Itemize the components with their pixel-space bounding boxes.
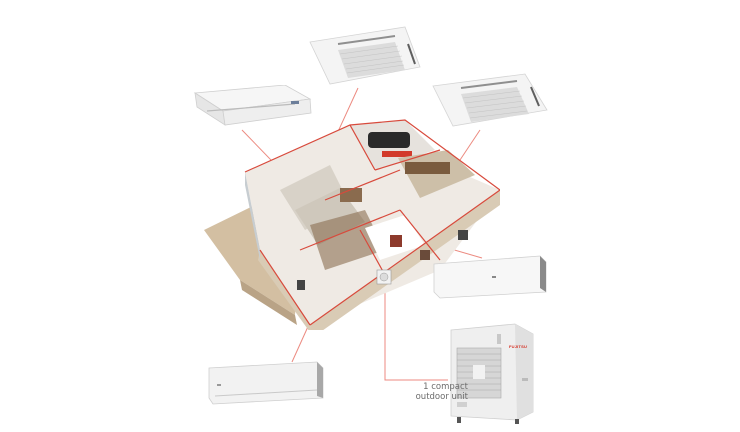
- house-cutaway: [204, 119, 500, 330]
- cassette-unit-top: [309, 26, 421, 85]
- outdoor-unit-caption: 1 compact outdoor unit: [398, 382, 468, 402]
- ceiling-suspended-unit: [193, 85, 312, 126]
- outdoor-unit: FUJITSU: [445, 320, 537, 425]
- brand-logo: FUJITSU: [509, 344, 528, 349]
- wall-unit-right: [433, 255, 547, 299]
- caption-line-2: outdoor unit: [415, 392, 468, 402]
- cassette-unit-right: [432, 73, 548, 127]
- wall-unit-left: [208, 361, 324, 405]
- caption-line-1: 1 compact: [423, 382, 468, 392]
